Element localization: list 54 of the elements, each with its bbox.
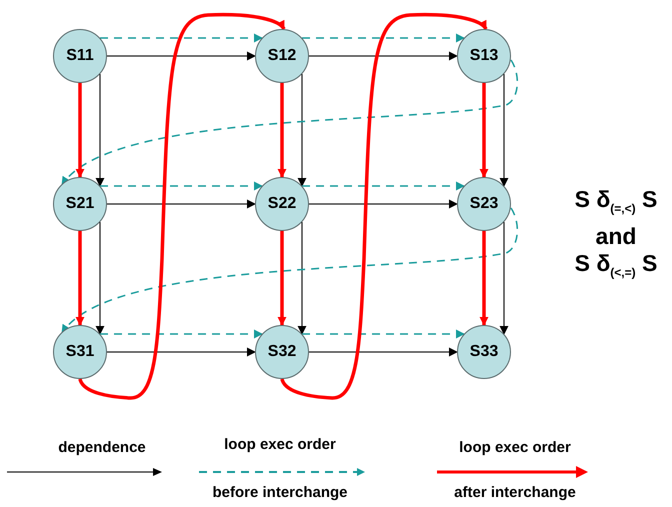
dashed-arrow (100, 34, 263, 42)
order-caption: before interchange (211, 484, 349, 501)
legend-label: loop exec order (223, 436, 337, 453)
statement-circle (255, 177, 309, 231)
dependence-note: S δ$_{(<,=)}$ S (574, 250, 658, 282)
arrow (308, 52, 458, 60)
arrow (106, 52, 256, 60)
arrow (76, 83, 84, 178)
arrow (298, 222, 306, 335)
statement-label: S31 (66, 343, 94, 361)
statement-circle (255, 325, 309, 379)
arrow (500, 222, 508, 335)
dashed-arrow (61, 60, 518, 186)
statement-label: S22 (268, 195, 296, 213)
statement-circle (53, 325, 107, 379)
dependence-note: S δ$_{(=,<)}$ S (574, 186, 658, 218)
arrow (308, 200, 458, 208)
dashed-arrow (302, 330, 465, 338)
dashed-arrow (61, 208, 518, 334)
statement-circle (53, 177, 107, 231)
dependence-note: and (596, 222, 636, 250)
arrow (298, 74, 306, 187)
statement-label: S12 (268, 47, 296, 65)
arrow (278, 83, 286, 178)
statement-label: S32 (268, 343, 296, 361)
statement-circle (457, 29, 511, 83)
statement-label: S13 (470, 47, 498, 65)
arrow (106, 200, 256, 208)
arrow (280, 12, 488, 400)
statement-circle (457, 325, 511, 379)
arrow (76, 231, 84, 326)
dashed-arrow (100, 330, 263, 338)
dashed-arrow (302, 34, 465, 42)
arrow (78, 12, 286, 400)
statement-circle (457, 177, 511, 231)
legend-label: dependence (57, 439, 147, 456)
dashed-arrow (302, 182, 465, 190)
dashed-arrow (100, 182, 263, 190)
order-caption: after interchange (453, 484, 577, 501)
arrow (480, 231, 488, 326)
statement-label: S21 (66, 195, 94, 213)
legend-label: loop exec order (458, 439, 572, 456)
arrow (278, 231, 286, 326)
arrow (106, 348, 256, 356)
statement-circle (255, 29, 309, 83)
arrow (308, 348, 458, 356)
statement-label: S33 (470, 343, 498, 361)
arrow (480, 83, 488, 178)
arrow (96, 222, 104, 335)
arrow (500, 74, 508, 187)
statement-label: S23 (470, 195, 498, 213)
arrow (96, 74, 104, 187)
statement-circle (53, 29, 107, 83)
statement-label: S11 (66, 47, 94, 65)
